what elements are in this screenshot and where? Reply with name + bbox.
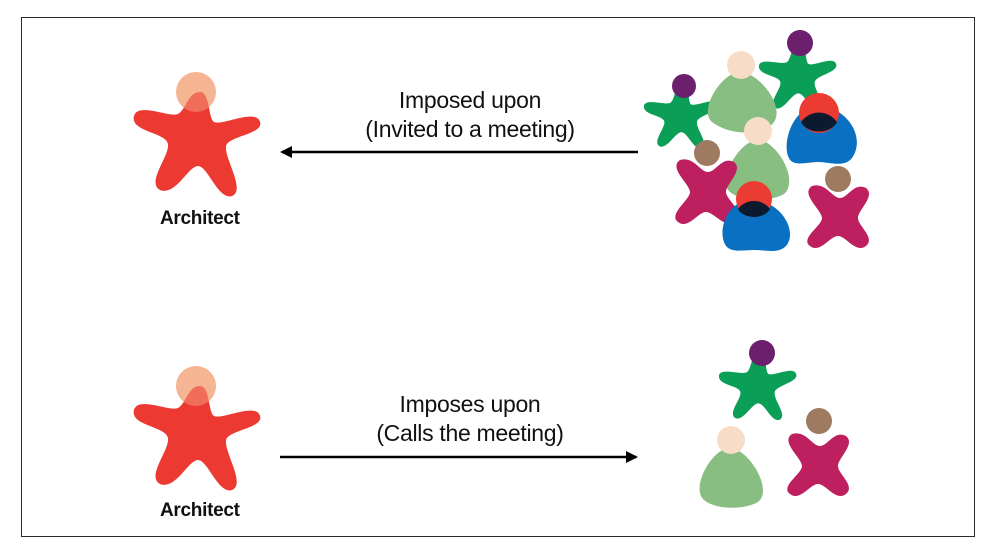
caption-line-secondary: (Calls the meeting) xyxy=(376,420,564,446)
diagram-frame xyxy=(21,17,975,537)
caption-imposed-upon: Imposed upon (Invited to a meeting) xyxy=(350,86,590,144)
caption-line-primary: Imposes upon xyxy=(399,391,541,417)
caption-line-primary: Imposed upon xyxy=(398,87,542,113)
architect-label-bottom: Architect xyxy=(160,500,240,521)
architect-figure-bottom xyxy=(133,366,261,491)
caption-line-secondary: (Invited to a meeting) xyxy=(365,116,575,142)
caption-imposes-upon: Imposes upon (Calls the meeting) xyxy=(350,390,590,448)
architect-label-top: Architect xyxy=(160,208,240,229)
meeting-group-small xyxy=(699,340,850,508)
architect-figure-top xyxy=(133,72,261,197)
meeting-group-large xyxy=(643,30,870,251)
